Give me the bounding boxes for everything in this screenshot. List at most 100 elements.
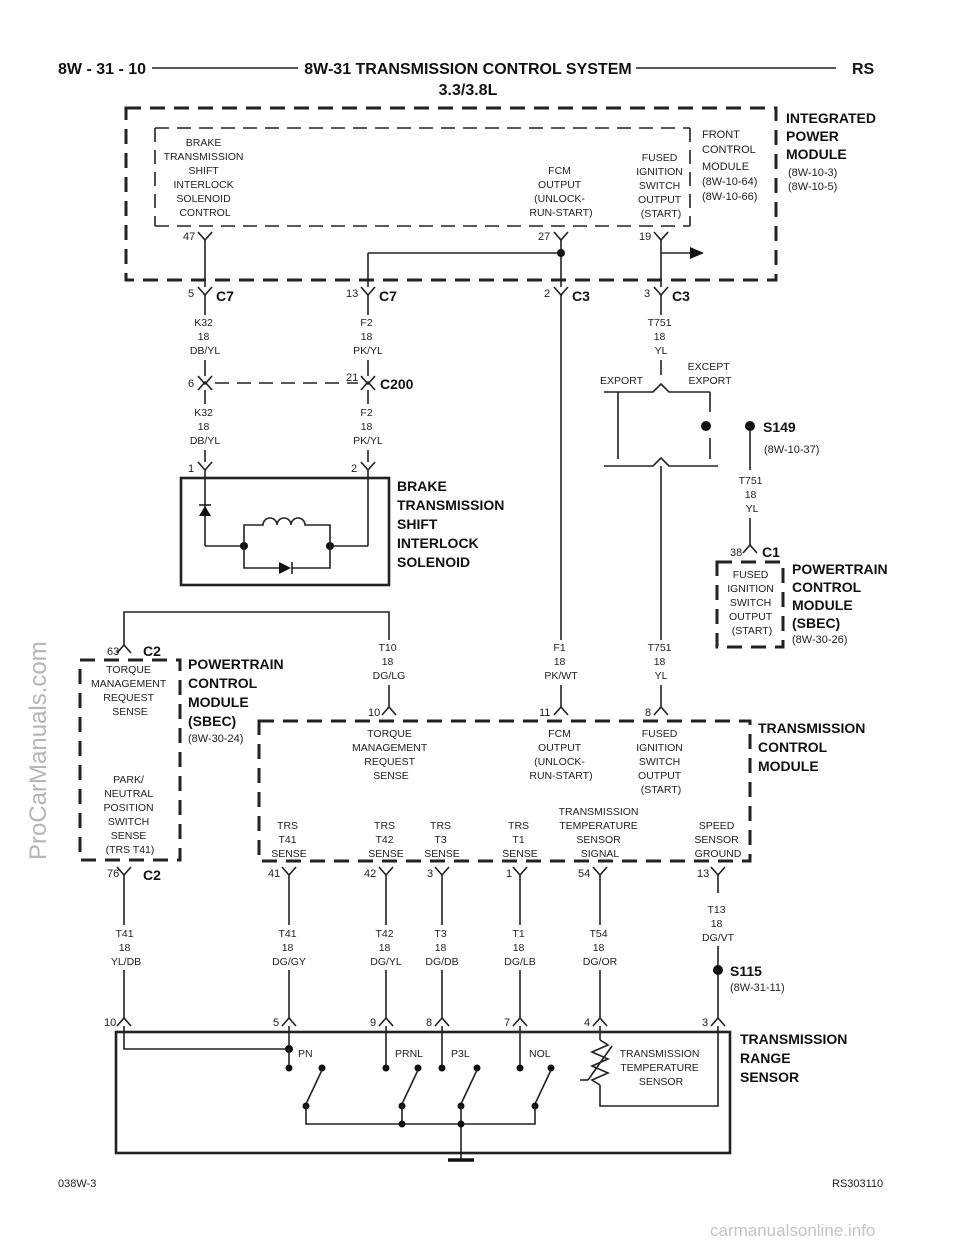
- connector-c2-bottom: C2: [143, 867, 161, 883]
- tcm-temp-label: TRANSMISSION TEMPERATURE SENSOR SIGNAL: [559, 806, 642, 860]
- tcm-trs-t3-label: TRS T3 SENSE: [424, 820, 460, 860]
- connector-c1: C1: [762, 544, 780, 560]
- c3-pin-2: 2: [544, 288, 550, 300]
- ipm-fcm-output-label: FCM OUTPUT (UNLOCK- RUN-START): [529, 165, 592, 219]
- t751-export-branch: T751 18 YL EXPORT EXCEPT EXPORT S149 (8W…: [600, 295, 819, 640]
- wire-t3: T3 18 DG/DB: [425, 928, 458, 968]
- wire-t54: T54 18 DG/OR: [583, 928, 618, 968]
- except-export-label: EXCEPT EXPORT: [688, 361, 733, 387]
- connector-c200: C200: [380, 376, 414, 392]
- pcm-c2-name: POWERTRAIN CONTROL MODULE (SBEC): [188, 656, 288, 729]
- connector-c2-top: C2: [143, 643, 161, 659]
- tcm-fcm-output-label: FCM OUTPUT (UNLOCK- RUN-START): [529, 728, 592, 782]
- pcm-c2-torque-label: TORQUE MANAGEMENT REQUEST SENSE: [91, 664, 169, 718]
- splice-s115: S115: [730, 963, 762, 979]
- pcm-c2-park-label: PARK/ NEUTRAL POSITION SWITCH SENSE (TRS…: [103, 774, 156, 856]
- export-label: EXPORT: [600, 375, 644, 387]
- integrated-power-module: INTEGRATED POWER MODULE (8W-10-3) (8W-10…: [124, 106, 880, 287]
- ipm-pin-47: 47: [183, 231, 195, 243]
- transmission-range-sensor: 10 5 9 8 7 4 3 PN PRNL P3L NOL: [104, 1016, 851, 1162]
- c200-pin-6: 6: [188, 378, 194, 390]
- pcm-c1-label: FUSED IGNITION SWITCH OUTPUT (START): [727, 569, 777, 637]
- side-watermark: ProCarManuals.com: [25, 641, 52, 860]
- tcm-trs-t1-label: TRS T1 SENSE: [502, 820, 538, 860]
- pcm-c1-pin-38: 38: [730, 547, 742, 559]
- wire-t13: T13 18 DG/VT: [702, 904, 735, 944]
- wire-t41-tcm: T41 18 DG/GY: [272, 928, 306, 968]
- connector-c3-b: C3: [672, 288, 690, 304]
- page-number: 8W - 31 - 10: [58, 61, 146, 78]
- wire-f2-top: F2 18 PK/YL: [353, 317, 383, 357]
- trs-temp-sensor-label: TRANSMISSION TEMPERATURE SENSOR: [620, 1048, 703, 1088]
- switch-prnl-label: PRNL: [395, 1048, 423, 1060]
- c3-pin-3: 3: [644, 288, 650, 300]
- tcm-trs-t41-label: TRS T41 SENSE: [271, 820, 307, 860]
- c7-pin-13: 13: [346, 288, 358, 300]
- trs-pin-3: 3: [702, 1017, 708, 1029]
- transmission-control-module: 10 11 8 TORQUE MANAGEMENT REQUEST SENSE …: [257, 705, 869, 880]
- ipm-pin-27: 27: [538, 231, 550, 243]
- tcm-pin-10: 10: [368, 707, 380, 719]
- footer-figure-code: 038W-3: [58, 1178, 96, 1190]
- wire-f2-bottom: F2 18 PK/YL: [353, 407, 383, 447]
- pcm-c1: 38 C1 FUSED IGNITION SWITCH OUTPUT (STAR…: [715, 543, 892, 649]
- btsi-name: BRAKE TRANSMISSION SHIFT INTERLOCK SOLEN…: [397, 478, 508, 570]
- pcm-c2-pin-76: 76: [107, 868, 119, 880]
- switch-pn-label: PN: [298, 1048, 313, 1060]
- tcm-pin-3: 3: [427, 868, 433, 880]
- trs-pin-4: 4: [584, 1017, 590, 1029]
- connector-c7-a: C7: [216, 288, 234, 304]
- tcm-pin-13: 13: [697, 868, 709, 880]
- tcm-pin-41: 41: [268, 868, 280, 880]
- tcm-pin-11: 11: [539, 707, 550, 719]
- s149-ref: (8W-10-37): [764, 444, 819, 456]
- pcm-c1-name: POWERTRAIN CONTROL MODULE (SBEC): [792, 561, 892, 631]
- wire-t1: T1 18 DG/LB: [504, 928, 536, 968]
- wire-t751-s149: T751 18 YL: [739, 475, 766, 515]
- model-code: RS: [852, 61, 875, 78]
- k32-f2-harness: K32 18 DB/YL 6 F2 18 PK/YL 21 C200 K32 1…: [188, 295, 414, 462]
- tcm-pin-8: 8: [645, 707, 651, 719]
- tcm-speed-ground-label: SPEED SENSOR GROUND: [694, 820, 741, 860]
- tcm-pin-54: 54: [578, 868, 590, 880]
- pcm-c1-ref: (8W-30-26): [792, 634, 847, 646]
- pcm-c2-pin-63: 63: [107, 646, 119, 658]
- wire-t41-pcm: T41 18 YL/DB: [111, 928, 141, 968]
- wire-t751-top: T751 18 YL: [648, 317, 675, 357]
- wire-f1: F1 18 PK/WT: [544, 642, 578, 682]
- page-header: 8W - 31 - 10 8W-31 TRANSMISSION CONTROL …: [58, 61, 875, 99]
- pcm-c2: 63 C2 TORQUE MANAGEMENT REQUEST SENSE PA…: [78, 643, 288, 883]
- tcm-pin-1: 1: [506, 868, 512, 880]
- trs-pin-7: 7: [504, 1017, 510, 1029]
- s115-ref: (8W-31-11): [730, 982, 785, 994]
- trs-harness: T41 18 YL/DB T41 18 DG/GY T42 18 DG/YL T…: [111, 875, 785, 1018]
- ipm-output-connectors: 5 C7 13 C7 2 C3 3 C3: [188, 286, 690, 304]
- trs-pin-8: 8: [426, 1017, 432, 1029]
- trs-name: TRANSMISSION RANGE SENSOR: [740, 1031, 851, 1085]
- wire-t751-tcm: T751 18 YL: [648, 642, 675, 682]
- connector-c3-a: C3: [572, 288, 590, 304]
- switch-p3l-label: P3L: [451, 1048, 470, 1060]
- wire-k32-top: K32 18 DB/YL: [190, 317, 221, 357]
- tcm-name: TRANSMISSION CONTROL MODULE: [758, 720, 869, 774]
- ipm-name: INTEGRATED POWER MODULE: [786, 110, 880, 162]
- connector-c7-b: C7: [379, 288, 397, 304]
- c200-pin-21: 21: [346, 372, 358, 384]
- pcm-c2-ref: (8W-30-24): [188, 733, 243, 745]
- ipm-fused-label: FUSED IGNITION SWITCH OUTPUT (START): [636, 152, 686, 220]
- tcm-torque-label: TORQUE MANAGEMENT REQUEST SENSE: [352, 728, 430, 782]
- tcm-pin-42: 42: [364, 868, 376, 880]
- bottom-watermark: carmanualsonline.info: [710, 1221, 875, 1240]
- wire-t10: T10 18 DG/LG: [373, 642, 406, 682]
- fcm-name: FRONT CONTROL MODULE (8W-10-64) (8W-10-6…: [702, 129, 761, 203]
- switch-nol-label: NOL: [529, 1048, 551, 1060]
- ipm-refs: (8W-10-3) (8W-10-5): [788, 167, 840, 193]
- c7-pin-5: 5: [188, 288, 194, 300]
- footer-doc-code: RS303110: [832, 1178, 883, 1190]
- trs-pin-10: 10: [104, 1017, 116, 1029]
- btsi-pin-2: 2: [351, 463, 357, 475]
- wire-t42: T42 18 DG/YL: [370, 928, 402, 968]
- ipm-pin-19: 19: [639, 231, 651, 243]
- ipm-bts-label: BRAKE TRANSMISSION SHIFT INTERLOCK SOLEN…: [164, 137, 247, 219]
